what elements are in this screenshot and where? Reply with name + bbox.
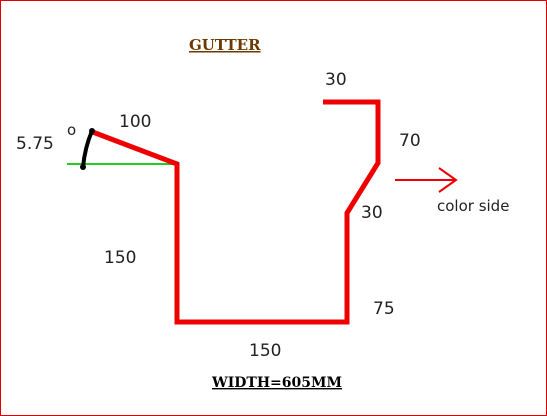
- dim-top-lip-label: 30: [325, 70, 347, 90]
- dim-top-flange-label: 100: [119, 112, 151, 132]
- angle-arc-end-dot: [80, 164, 86, 170]
- dim-right-upper-label: 70: [399, 131, 421, 151]
- dim-left-wall-label: 150: [104, 248, 136, 268]
- gutter-profile-line: [89, 99, 381, 325]
- dim-right-slope-label: 30: [361, 203, 383, 223]
- angle-arc-start-dot: [89, 128, 95, 134]
- color-side-label: color side: [437, 197, 509, 215]
- dim-bottom-label: 150: [249, 341, 281, 361]
- angle-degree-symbol: o: [67, 121, 76, 139]
- drawing-title: GUTTER: [189, 36, 261, 54]
- angle-arc: [81, 129, 94, 169]
- angle-value-label: 5.75: [16, 134, 54, 154]
- width-label: WIDTH=605MM: [211, 375, 342, 391]
- right-arrow-icon: [395, 167, 458, 193]
- dim-right-lower-label: 75: [373, 299, 395, 319]
